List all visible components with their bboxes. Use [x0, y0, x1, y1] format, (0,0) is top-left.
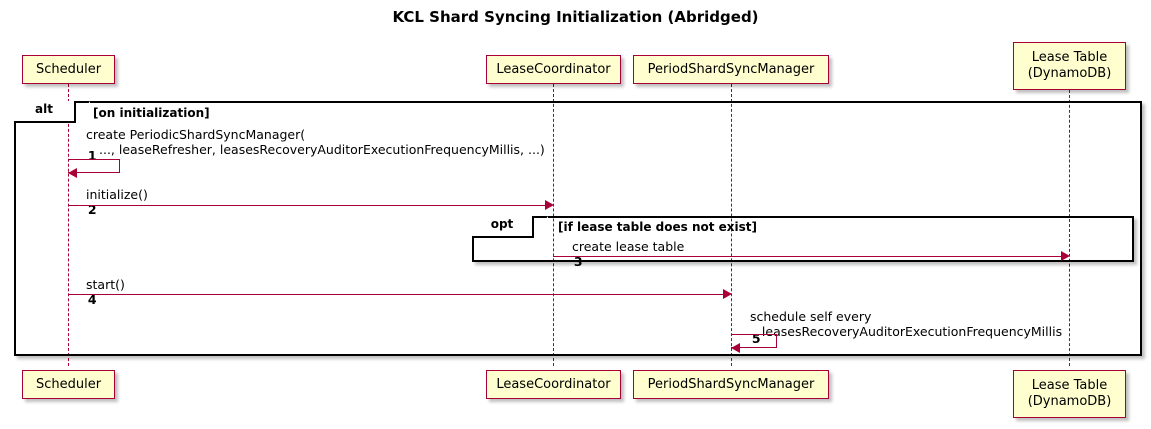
- fragment-alt-operator-label: alt: [14, 101, 76, 123]
- fragment-alt-guard: [on initialization]: [93, 106, 210, 120]
- message-2-label: initialize(): [86, 187, 148, 202]
- fragment-alt-notch: [76, 101, 90, 123]
- participant-leasecoordinator-bottom-label: LeaseCoordinator: [496, 376, 611, 392]
- message-5-label-line1: schedule self every: [750, 309, 872, 324]
- lifeline-leasecoordinator: [553, 84, 554, 366]
- message-5-self-loop: [731, 334, 777, 348]
- participant-leasecoordinator-bottom[interactable]: LeaseCoordinator: [486, 370, 621, 399]
- message-4-arrowhead: [723, 289, 732, 299]
- participant-scheduler-bottom-label: Scheduler: [35, 376, 102, 392]
- participant-leasecoordinator-top[interactable]: LeaseCoordinator: [486, 55, 621, 84]
- participant-leasetable-bottom[interactable]: Lease Table (DynamoDB): [1013, 370, 1126, 418]
- participant-leasecoordinator-top-label: LeaseCoordinator: [496, 61, 611, 77]
- participant-periodshardsyncmanager-top-label: PeriodShardSyncManager: [647, 61, 815, 77]
- lifeline-periodshardsyncmanager: [731, 84, 732, 366]
- message-4-label: start(): [86, 277, 125, 292]
- message-3-line: [553, 256, 1061, 257]
- message-5-number: 5: [751, 331, 761, 346]
- fragment-opt-notch: [534, 216, 548, 238]
- message-5-arrowhead: [731, 343, 740, 353]
- message-4-number: 4: [87, 292, 97, 307]
- participant-leasetable-top[interactable]: Lease Table (DynamoDB): [1013, 42, 1126, 90]
- message-3-label: create lease table: [572, 239, 685, 254]
- fragment-opt-operator-label: opt: [472, 216, 534, 238]
- message-1-number: 1: [87, 148, 97, 163]
- message-1-label-line2: ..., leaseRefresher, leasesRecoveryAudit…: [99, 142, 545, 157]
- participant-leasetable-top-label: Lease Table (DynamoDB): [1027, 50, 1112, 81]
- fragment-opt-guard: [if lease table does not exist]: [558, 220, 758, 234]
- diagram-title: KCL Shard Syncing Initialization (Abridg…: [392, 8, 759, 26]
- message-3-arrowhead: [1061, 251, 1070, 261]
- lifeline-scheduler: [68, 84, 69, 366]
- participant-periodshardsyncmanager-top[interactable]: PeriodShardSyncManager: [633, 55, 829, 84]
- participant-scheduler-top[interactable]: Scheduler: [22, 55, 115, 84]
- lifeline-leasetable: [1069, 90, 1070, 366]
- message-3-number: 3: [573, 254, 583, 269]
- participant-periodshardsyncmanager-bottom[interactable]: PeriodShardSyncManager: [633, 370, 829, 399]
- message-2-line: [68, 205, 545, 206]
- participant-scheduler-bottom[interactable]: Scheduler: [22, 370, 115, 399]
- message-1-self-loop: [68, 159, 120, 173]
- message-2-arrowhead: [545, 200, 554, 210]
- message-1-arrowhead: [68, 168, 77, 178]
- participant-leasetable-bottom-label: Lease Table (DynamoDB): [1027, 378, 1112, 409]
- fragment-opt-lease-table: [472, 216, 1134, 262]
- message-2-number: 2: [87, 202, 97, 217]
- fragment-alt-on-initialization: [14, 101, 1142, 356]
- message-4-line: [68, 294, 723, 295]
- message-5-label-line2: leasesRecoveryAuditorExecutionFrequencyM…: [750, 324, 1063, 339]
- participant-scheduler-top-label: Scheduler: [35, 61, 102, 77]
- participant-periodshardsyncmanager-bottom-label: PeriodShardSyncManager: [647, 376, 815, 392]
- message-1-label-line1: create PeriodicShardSyncManager(: [86, 127, 306, 142]
